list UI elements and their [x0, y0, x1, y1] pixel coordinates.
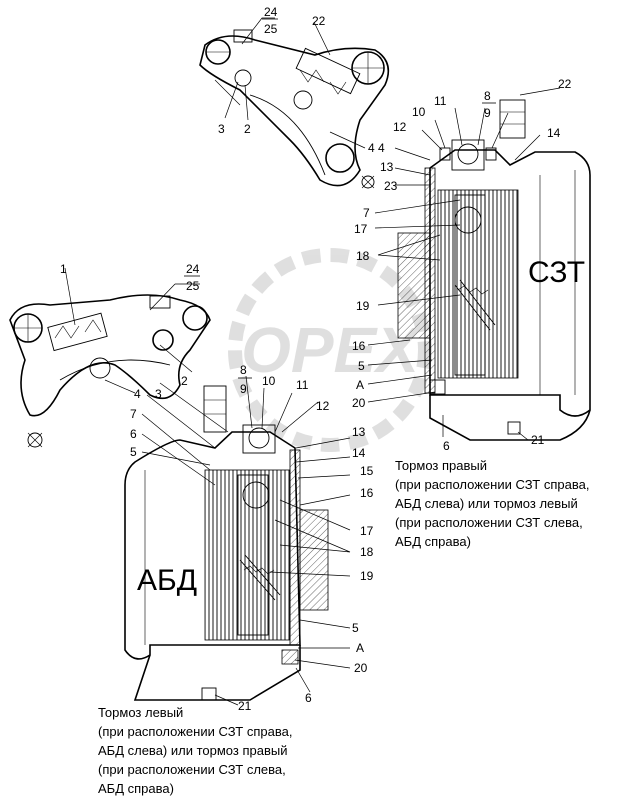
label-3b: 3 — [155, 387, 162, 401]
label-2b: 2 — [181, 374, 188, 388]
right-brake-section — [397, 99, 591, 441]
label-19b: 19 — [360, 569, 374, 583]
label-17b: 17 — [360, 524, 374, 538]
label-A: А — [356, 378, 364, 392]
label-24b: 24 — [186, 262, 200, 276]
right-brake-caption: Тормоз правый (при расположении СЗТ спра… — [395, 458, 590, 549]
left-brake-caption: Тормоз левый (при расположении СЗТ справ… — [98, 705, 293, 796]
label-10b: 10 — [262, 374, 276, 388]
label-11b: 11 — [296, 378, 309, 392]
label-4c: 4 — [134, 387, 141, 401]
label-21: 21 — [531, 433, 545, 447]
label-3: 3 — [218, 122, 225, 136]
label-7: 7 — [363, 206, 370, 220]
label-16b: 16 — [360, 486, 374, 500]
callout-labels: 24 25 22 3 2 4 22 8 9 11 10 12 14 4 13 2… — [60, 5, 585, 713]
label-18: 18 — [356, 249, 370, 263]
label-2: 2 — [244, 122, 251, 136]
label-5: 5 — [358, 359, 365, 373]
label-25: 25 — [264, 22, 278, 36]
label-14b: 14 — [352, 446, 366, 460]
label-5c: 5 — [352, 621, 359, 635]
left-brake-section — [124, 385, 329, 701]
label-8: 8 — [484, 89, 491, 103]
label-9b: 9 — [240, 382, 247, 396]
leader-lines — [64, 17, 561, 706]
label-8b: 8 — [240, 363, 247, 377]
label-20b: 20 — [354, 661, 368, 675]
label-7b: 7 — [130, 407, 137, 421]
label-Ab: А — [356, 641, 364, 655]
szt-label: СЗТ — [528, 256, 585, 289]
label-14: 14 — [547, 126, 561, 140]
label-25b: 25 — [186, 279, 200, 293]
abd-label: АБД — [137, 564, 197, 597]
label-19: 19 — [356, 299, 370, 313]
label-6c: 6 — [305, 691, 312, 705]
label-12b: 12 — [316, 399, 330, 413]
label-21b: 21 — [238, 699, 252, 713]
label-1: 1 — [60, 262, 67, 276]
label-11: 11 — [434, 94, 447, 108]
left-lever-assembly — [9, 294, 211, 448]
label-13: 13 — [380, 160, 394, 174]
label-6b: 6 — [130, 427, 137, 441]
label-18b: 18 — [360, 545, 374, 559]
label-12: 12 — [393, 120, 407, 134]
top-lever-assembly — [199, 29, 390, 189]
label-17: 17 — [354, 222, 368, 236]
label-22: 22 — [312, 14, 326, 28]
watermark-text: OPEX — [241, 314, 422, 386]
label-6: 6 — [443, 439, 450, 453]
label-22b: 22 — [558, 77, 572, 91]
label-24: 24 — [264, 5, 278, 19]
label-4b: 4 — [378, 141, 385, 155]
label-15: 15 — [360, 464, 374, 478]
label-16: 16 — [352, 339, 366, 353]
label-10: 10 — [412, 105, 426, 119]
watermark: OPEX — [228, 248, 432, 452]
label-13b: 13 — [352, 425, 366, 439]
label-4: 4 — [368, 141, 375, 155]
label-5b: 5 — [130, 445, 137, 459]
label-9: 9 — [484, 106, 491, 120]
label-23: 23 — [384, 179, 398, 193]
label-20: 20 — [352, 396, 366, 410]
